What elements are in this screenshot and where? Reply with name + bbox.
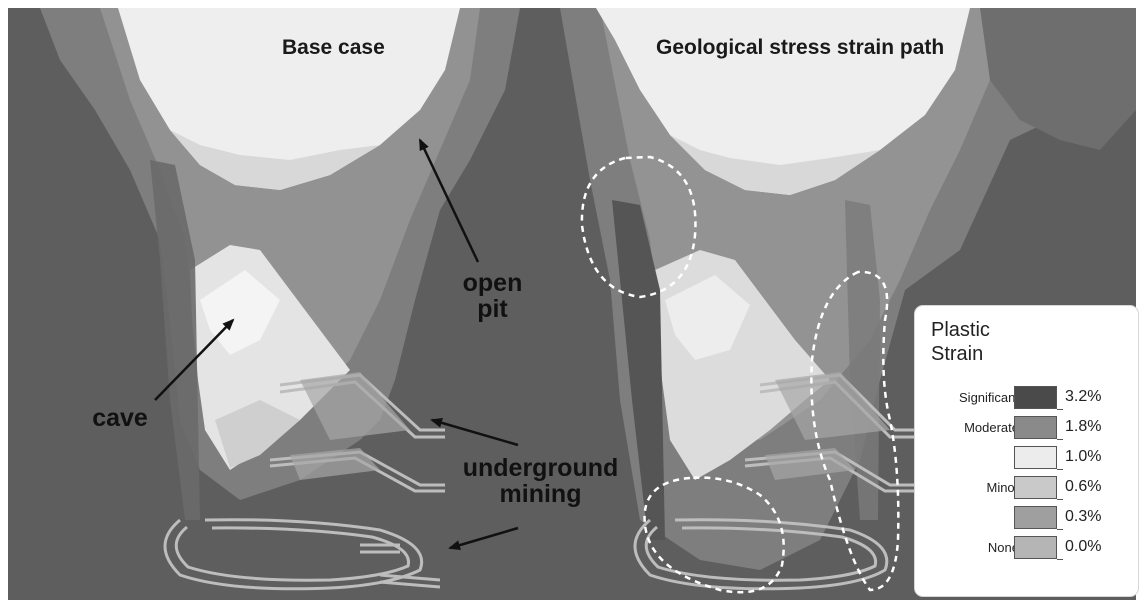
legend-category: Significant [959,390,1019,405]
legend-title: Plastic Strain [931,318,990,366]
underground-mining-label: underground mining [443,455,638,507]
base-case-title: Base case [282,36,385,60]
legend-swatch [1014,506,1057,529]
legend-tick [1057,409,1063,410]
open-pit-label: open pit [455,270,530,322]
cave-label: cave [80,405,160,431]
legend-row: 0.3% [915,506,1138,530]
legend-title-line1: Plastic [931,318,990,342]
legend-category: Moderate [964,420,1019,435]
open-pit-label-line2: pit [455,296,530,322]
legend-swatch [1014,416,1057,439]
underground-label-line2: mining [443,481,638,507]
legend-value: 0.6% [1065,478,1101,496]
legend-tick [1057,439,1063,440]
open-pit-label-line1: open [455,270,530,296]
plastic-strain-legend: Plastic Strain Significant 3.2% Moderate… [914,305,1139,597]
legend-value: 1.0% [1065,448,1101,466]
legend-swatch [1014,536,1057,559]
legend-swatch [1014,446,1057,469]
legend-value: 0.0% [1065,538,1101,556]
legend-tick [1057,499,1063,500]
legend-tick [1057,559,1063,560]
legend-tick [1057,469,1063,470]
legend-row: None 0.0% [915,536,1138,560]
legend-value: 3.2% [1065,388,1101,406]
legend-value: 1.8% [1065,418,1101,436]
legend-row: Moderate 1.8% [915,416,1138,440]
legend-value: 0.3% [1065,508,1101,526]
legend-swatch [1014,476,1057,499]
legend-row: 1.0% [915,446,1138,470]
legend-tick [1057,529,1063,530]
geological-path-title: Geological stress strain path [656,36,944,60]
legend-title-line2: Strain [931,342,990,366]
legend-row: Minor 0.6% [915,476,1138,500]
legend-row: Significant 3.2% [915,386,1138,410]
legend-swatch [1014,386,1057,409]
underground-label-line1: underground [443,455,638,481]
